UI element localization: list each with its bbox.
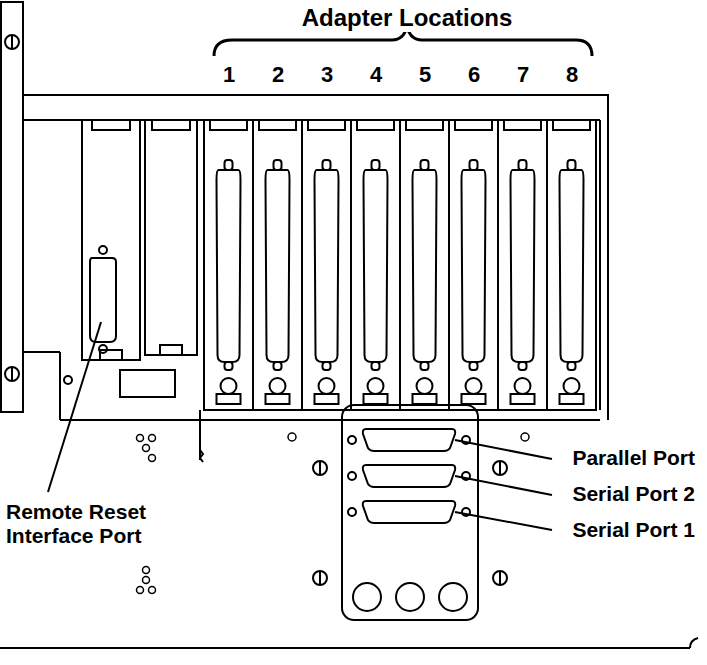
connector-ear (323, 160, 331, 170)
connector-screw (348, 472, 356, 480)
connector-ear (519, 160, 527, 170)
port-connectors (348, 429, 470, 523)
connector-ear (274, 362, 282, 370)
adapter-slot (351, 120, 400, 410)
slot-tab (504, 120, 541, 130)
adapter-connector (217, 170, 241, 362)
d-sub-connector (363, 465, 455, 487)
connector-ear (470, 160, 478, 170)
connector-screw (348, 508, 356, 516)
connector-ear (519, 362, 527, 370)
connector-ear (421, 160, 429, 170)
connector-ear (225, 362, 233, 370)
callout-number: 6 (466, 62, 482, 87)
adapter-connector (413, 170, 437, 362)
adapter-slot (498, 120, 547, 410)
connector-ear (372, 362, 380, 370)
port-label: Parallel Port (570, 446, 697, 470)
d-sub-connector (363, 501, 455, 523)
thumbscrew (564, 378, 580, 394)
screw-base (413, 394, 437, 404)
thumbscrew (221, 378, 237, 394)
callout-number: 2 (270, 62, 286, 87)
adapter-slot (253, 120, 302, 410)
adapter-connector (511, 170, 535, 362)
port-label: Serial Port 1 (570, 518, 697, 542)
adapter-connector (315, 170, 339, 362)
screw-base (217, 394, 241, 404)
adapter-connector (462, 170, 486, 362)
thumbscrew (319, 378, 335, 394)
thumbscrew (515, 378, 531, 394)
d-sub-connector (363, 429, 455, 451)
adapter-slots (204, 120, 596, 410)
adapter-slot (204, 120, 253, 410)
connector-ear (421, 362, 429, 370)
connector-ear (568, 160, 576, 170)
slot-tab (308, 120, 345, 130)
callout-number: 3 (319, 62, 335, 87)
port-label: Serial Port 2 (570, 482, 697, 506)
screw-base (364, 394, 388, 404)
thumbscrew (466, 378, 482, 394)
callout-number: 1 (221, 62, 237, 87)
slot-tab (553, 120, 590, 130)
connector-screw (348, 436, 356, 444)
connector-ear (470, 362, 478, 370)
connector-ear (225, 160, 233, 170)
callout-number: 5 (417, 62, 433, 87)
screw-base (462, 394, 486, 404)
screw-base (315, 394, 339, 404)
screw-base (266, 394, 290, 404)
slot-tab (259, 120, 296, 130)
connector-ear (372, 160, 380, 170)
adapter-connector (266, 170, 290, 362)
adapter-slot (547, 120, 596, 410)
slot-tab (406, 120, 443, 130)
slot-tab (210, 120, 247, 130)
port-label: Remote Reset Interface Port (4, 500, 188, 548)
adapter-connector (364, 170, 388, 362)
connector-ear (568, 362, 576, 370)
connector-ear (274, 160, 282, 170)
screw-base (560, 394, 584, 404)
thumbscrew (368, 378, 384, 394)
adapter-slot (302, 120, 351, 410)
slot-tab (357, 120, 394, 130)
connector-ear (323, 362, 331, 370)
adapter-connector (560, 170, 584, 362)
thumbscrew (417, 378, 433, 394)
adapter-slot (400, 120, 449, 410)
callout-number: 7 (515, 62, 531, 87)
group-title: Adapter Locations (300, 4, 515, 32)
callout-number: 4 (368, 62, 384, 87)
screw-base (511, 394, 535, 404)
slot-tab (455, 120, 492, 130)
thumbscrew (270, 378, 286, 394)
callout-number: 8 (564, 62, 580, 87)
adapter-slot (449, 120, 498, 410)
